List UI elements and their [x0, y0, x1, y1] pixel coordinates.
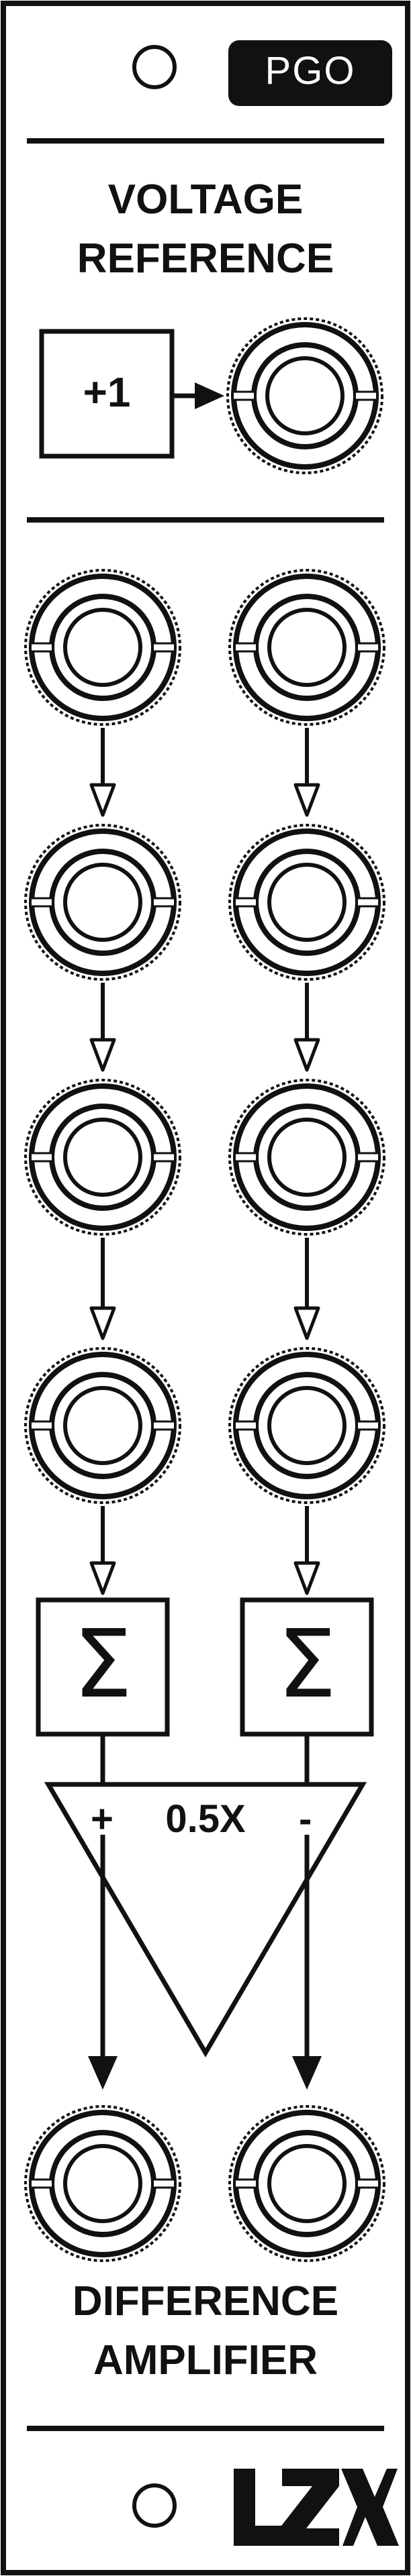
- input-jack-right-3[interactable]: [230, 1080, 384, 1234]
- section-title-difference: DIFFERENCE: [72, 2278, 339, 2324]
- minus-input-label: -: [299, 1797, 312, 1841]
- input-jack-left-2[interactable]: [26, 825, 180, 979]
- module-name: PGO: [265, 49, 356, 93]
- module-name-badge: [228, 40, 392, 106]
- section-title-amplifier: AMPLIFIER: [93, 2337, 318, 2383]
- arrow-icon: [88, 1835, 118, 2090]
- input-jack-left-3[interactable]: [26, 1080, 180, 1234]
- sum-box-right: [240, 1597, 374, 1737]
- input-jack-right-2[interactable]: [230, 825, 384, 979]
- input-jack-left-1[interactable]: [26, 570, 180, 724]
- lzx-logo: [234, 2469, 399, 2546]
- output-jack-right[interactable]: [230, 2106, 384, 2261]
- gain-label: 0.5X: [165, 1797, 246, 1841]
- arrow-icon: [195, 382, 224, 409]
- arrow-icon: [293, 728, 320, 817]
- input-jack-right-1[interactable]: [230, 570, 384, 724]
- arrow-icon: [292, 1835, 322, 2090]
- arrow-icon: [89, 983, 116, 1072]
- arrow-icon: [293, 983, 320, 1072]
- arrow-icon: [293, 1506, 320, 1595]
- arrow-icon: [293, 1238, 320, 1340]
- output-jack-left[interactable]: [26, 2106, 180, 2261]
- section-title-voltage: VOLTAGE: [107, 176, 304, 223]
- offset-label: +1: [83, 370, 131, 416]
- input-jack-left-4[interactable]: [26, 1348, 180, 1503]
- triangle-amplifier-icon: [44, 1782, 367, 2057]
- arrow-icon: [89, 1238, 116, 1340]
- mounting-hole-icon: [132, 2483, 177, 2528]
- sum-icon: Σ: [73, 1610, 133, 1719]
- input-jack-right-4[interactable]: [230, 1348, 384, 1503]
- arrow-icon: [89, 1506, 116, 1595]
- arrow-icon: [89, 728, 116, 817]
- mounting-hole-icon: [132, 45, 177, 89]
- plus-input-label: +: [91, 1797, 113, 1841]
- section-title-reference: REFERENCE: [77, 235, 334, 282]
- offset-box: [39, 329, 175, 459]
- sum-icon: Σ: [277, 1610, 337, 1719]
- reference-output-jack[interactable]: [228, 319, 382, 473]
